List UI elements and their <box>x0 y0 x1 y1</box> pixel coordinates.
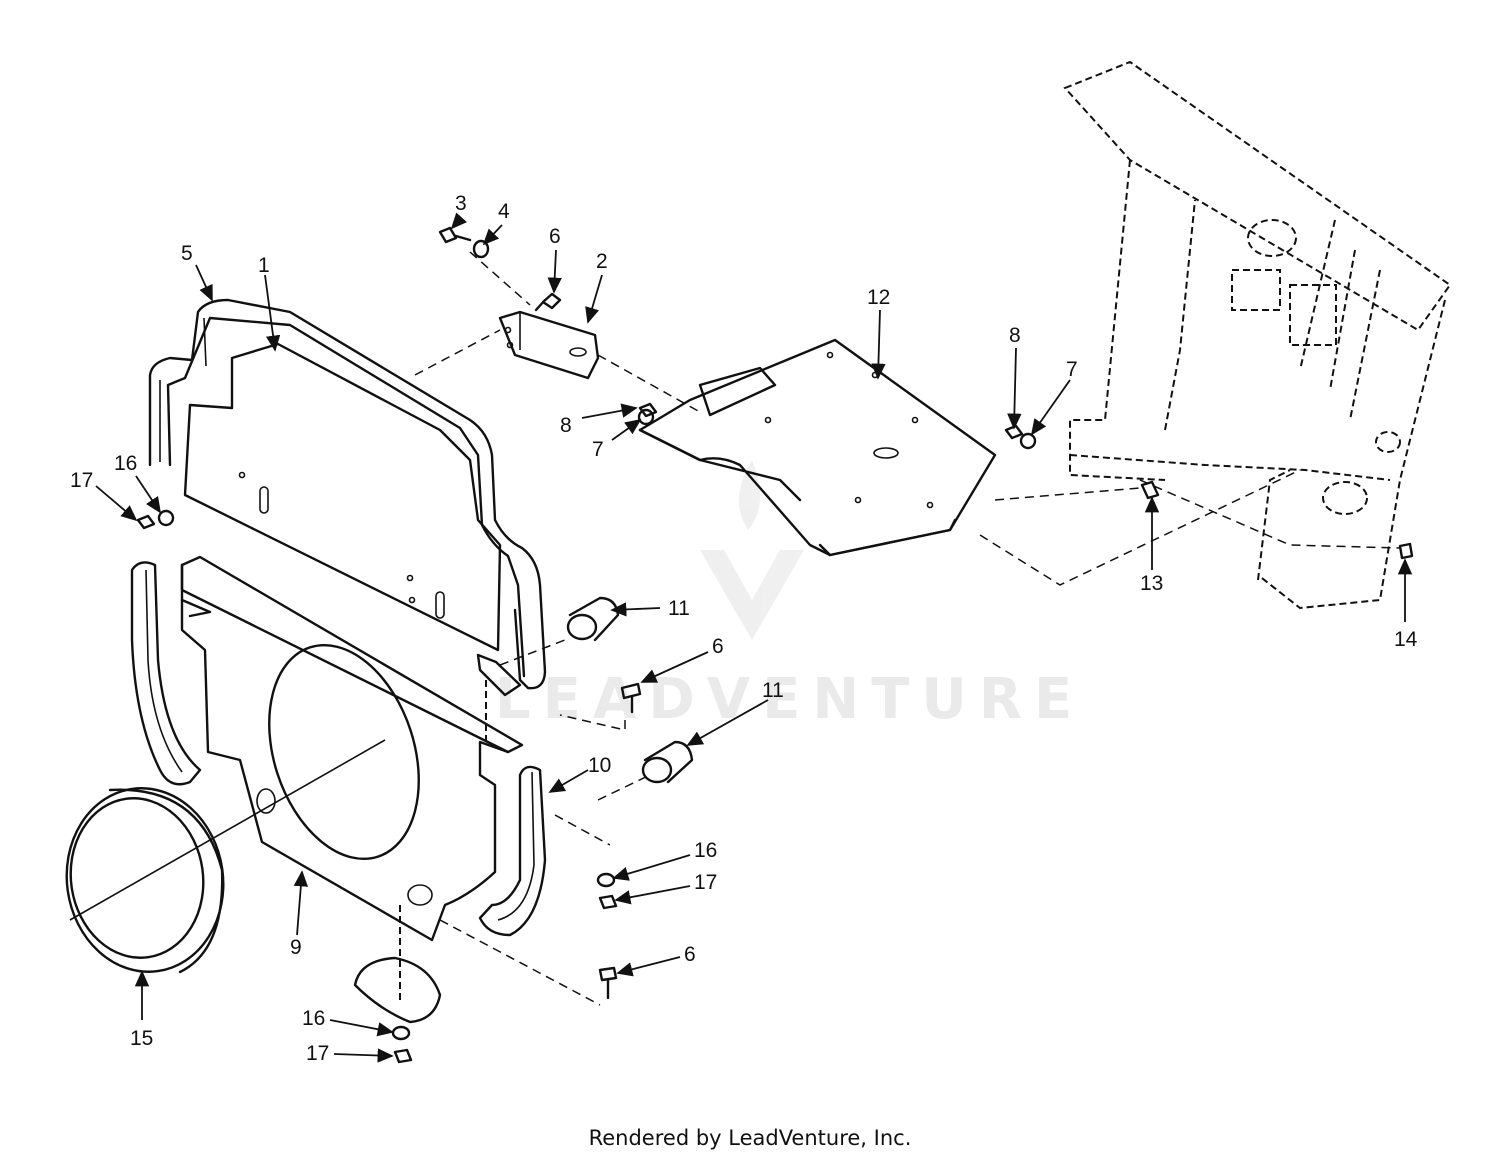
center-axis-line <box>69 739 386 921</box>
watermark-text: LEADVENTURE <box>495 667 1084 732</box>
callout-8-left: 8 <box>560 414 572 437</box>
callout-6-bottom: 6 <box>684 943 696 966</box>
callout-1: 1 <box>258 254 270 277</box>
callout-6-top: 6 <box>549 225 561 248</box>
footer-credit: Rendered by LeadVenture, Inc. <box>588 1126 912 1150</box>
callout-labels: 1 2 3 4 5 6 8 7 12 8 7 17 16 13 14 11 6 … <box>70 192 1418 1065</box>
callout-17-left: 17 <box>70 469 93 492</box>
callout-3: 3 <box>455 192 467 215</box>
part-9-lower-panel <box>180 555 524 1000</box>
part-15-ring <box>65 787 225 974</box>
callout-2: 2 <box>596 250 608 273</box>
callout-16-bottom: 16 <box>302 1007 325 1030</box>
callout-17-bottom: 17 <box>306 1042 329 1065</box>
callout-15: 15 <box>130 1027 153 1050</box>
leadventure-watermark: LEADVENTURE <box>495 460 1084 732</box>
callout-14: 14 <box>1394 628 1418 651</box>
callout-5: 5 <box>181 242 193 265</box>
part-5-upper-seal <box>148 298 547 690</box>
callout-16-left: 16 <box>114 452 137 475</box>
part-2-bracket <box>498 310 600 380</box>
callout-7-right: 7 <box>1066 358 1078 381</box>
callout-7-left: 7 <box>592 438 604 461</box>
part-1-upper-plate <box>183 342 502 652</box>
callout-11-lower: 11 <box>762 679 784 702</box>
callout-17-right: 17 <box>694 871 717 894</box>
callout-6-middle: 6 <box>712 635 724 658</box>
callout-4: 4 <box>498 200 510 223</box>
assembly-guide-lines <box>414 251 1401 1006</box>
callout-11-upper: 11 <box>668 597 690 620</box>
callout-8-right: 8 <box>1009 324 1021 347</box>
chassis-outline-dashed <box>1063 60 1452 610</box>
part-12-mounting-plate <box>638 338 997 557</box>
callout-12: 12 <box>867 286 890 309</box>
part-10-lower-seal <box>130 561 547 937</box>
callout-9: 9 <box>290 936 302 959</box>
callout-10: 10 <box>588 754 611 777</box>
leader-lines <box>95 212 1413 1063</box>
callout-13: 13 <box>1140 572 1163 595</box>
callout-16-right: 16 <box>694 839 717 862</box>
